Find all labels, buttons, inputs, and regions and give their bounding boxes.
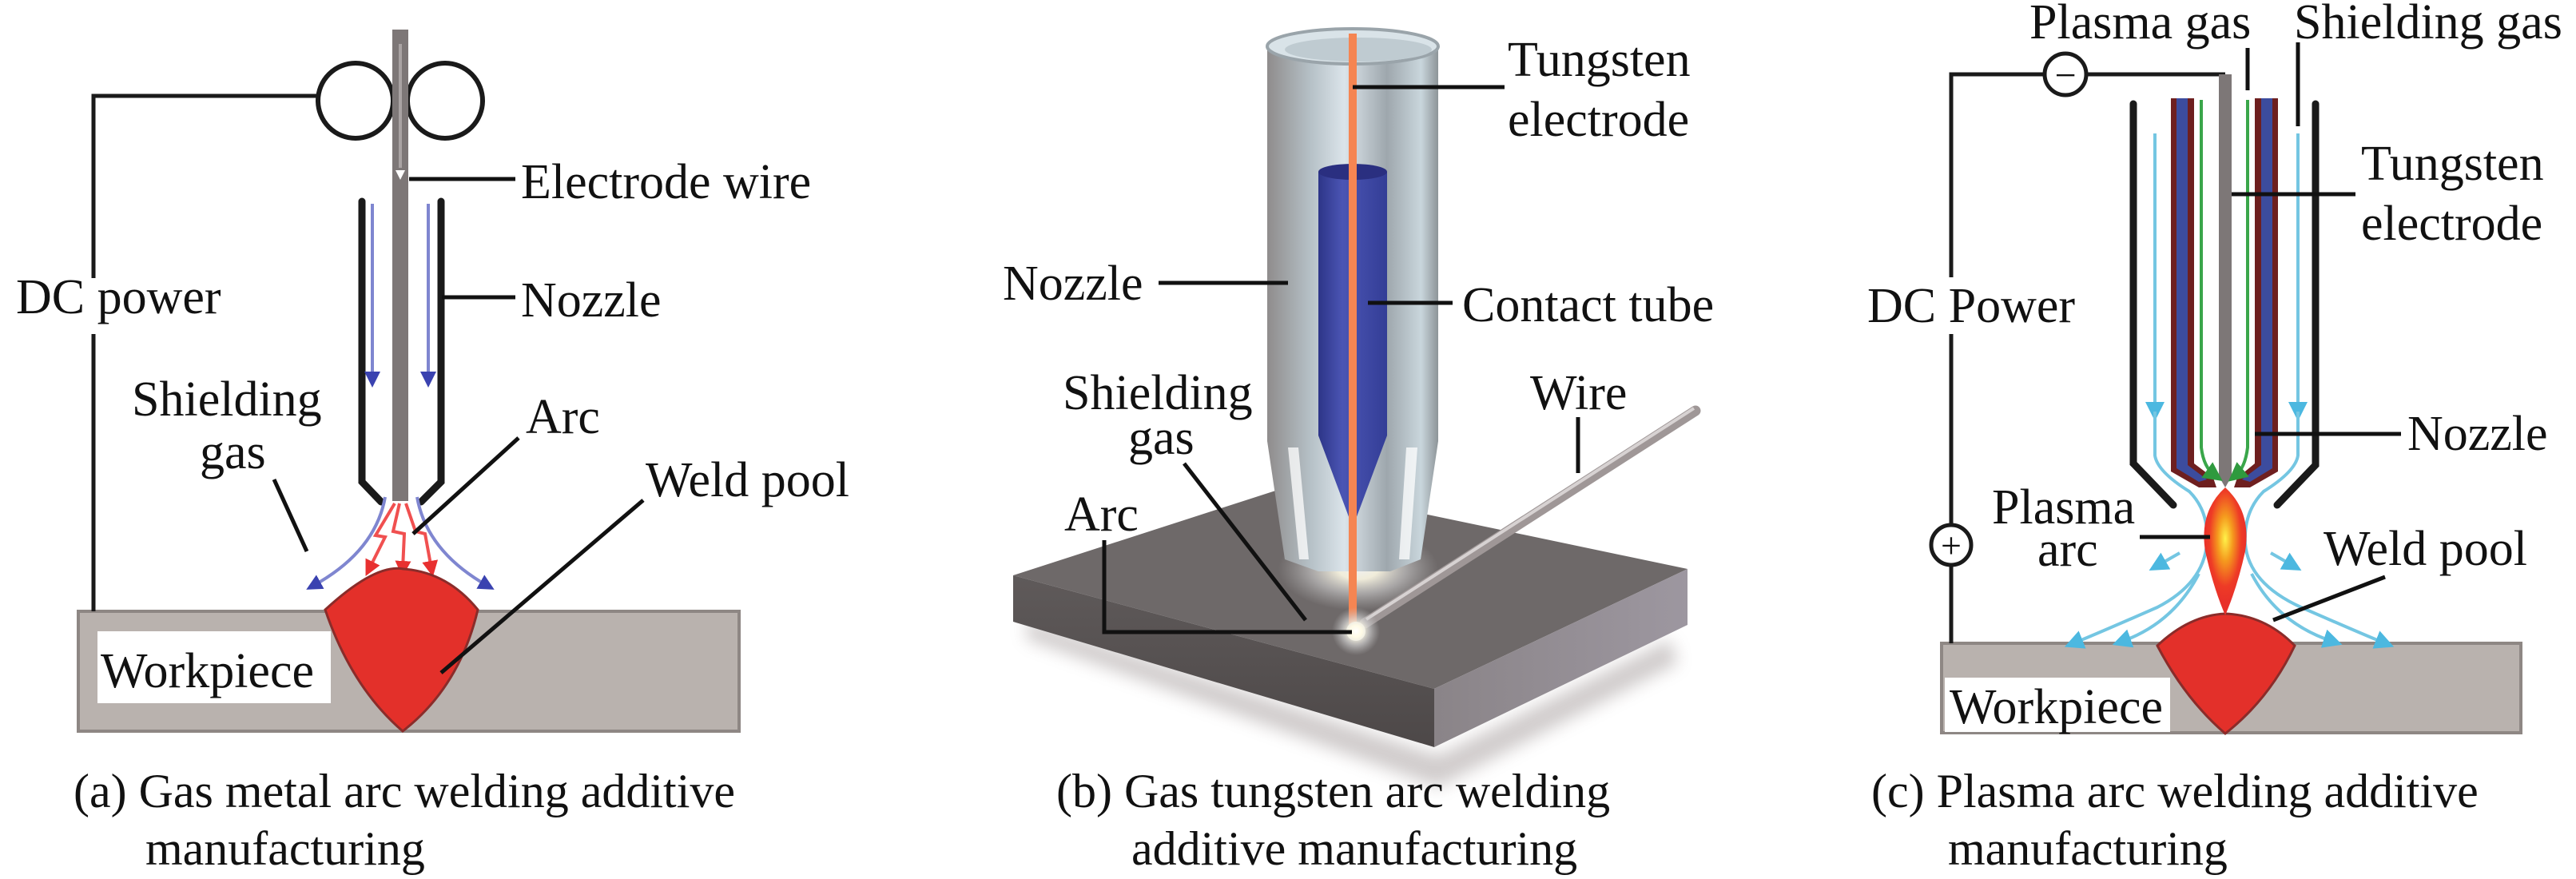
leader-shielding-gas-b bbox=[1183, 462, 1307, 622]
wire-feed-arrow-icon bbox=[396, 170, 405, 180]
label-tungsten-b-line2: electrode bbox=[1508, 93, 1689, 147]
arc-a bbox=[365, 502, 439, 577]
tungsten-electrode-b bbox=[1349, 34, 1357, 628]
label-shielding-gas-b-line1: Shielding bbox=[1063, 366, 1253, 420]
caption-c-line2: manufacturing bbox=[1948, 822, 2228, 875]
label-electrode-wire: Electrode wire bbox=[521, 155, 811, 209]
plasma-arc-c bbox=[2204, 487, 2247, 615]
label-wire-b: Wire bbox=[1530, 366, 1627, 420]
leader-weld-pool-a bbox=[439, 499, 645, 674]
leader-arc-b bbox=[1102, 540, 1352, 634]
workpiece-plate-right-b bbox=[1434, 569, 1688, 747]
label-arc-b: Arc bbox=[1064, 487, 1139, 542]
label-shielding-gas-b-line2: gas bbox=[1128, 411, 1195, 465]
caption-a-line1: (a) Gas metal arc welding additive bbox=[74, 765, 735, 817]
nozzle-c-inner-left-core bbox=[2176, 98, 2207, 482]
label-plasma-gas: Plasma gas bbox=[2029, 0, 2251, 50]
feed-roller-left-icon bbox=[316, 61, 396, 141]
label-workpiece-c: Workpiece bbox=[1950, 680, 2163, 734]
label-plasma-arc-line1: Plasma bbox=[1992, 480, 2135, 535]
weld-pool-c bbox=[2156, 612, 2296, 735]
caption-b-line2: additive manufacturing bbox=[1131, 822, 1577, 875]
feed-roller-right-icon bbox=[405, 61, 485, 141]
label-shielding-gas-a-line1: Shielding bbox=[132, 372, 322, 427]
label-contact-tube-b: Contact tube bbox=[1462, 278, 1714, 332]
workpiece-label-bg-a bbox=[97, 631, 331, 703]
nozzle-c-outer-left bbox=[2129, 100, 2177, 509]
leader-arc-a bbox=[411, 436, 520, 535]
plasma-gas-flow-left bbox=[2200, 100, 2223, 481]
nozzle-b-bore bbox=[1285, 38, 1432, 62]
weld-pool-a bbox=[324, 567, 479, 733]
arc-halo-b bbox=[1332, 607, 1380, 655]
panel-c-paw: Workpiece − + DC Power bbox=[1867, 0, 2562, 875]
label-tungsten-b-line1: Tungsten bbox=[1508, 33, 1691, 87]
leader-weld-pool-c bbox=[2272, 575, 2386, 622]
label-arc-a: Arc bbox=[526, 390, 600, 444]
caption-c-line1: (c) Plasma arc welding additive bbox=[1871, 765, 2479, 817]
label-nozzle-c: Nozzle bbox=[2407, 407, 2548, 461]
nozzle-c-outer-right bbox=[2273, 100, 2320, 509]
nozzle-b-slots bbox=[1288, 447, 1417, 559]
label-dc-power-c: DC Power bbox=[1867, 279, 2075, 333]
label-tungsten-c-line2: electrode bbox=[2361, 197, 2542, 251]
panel-b-gtaw: Tungsten electrode Nozzle Contact tube S… bbox=[1003, 27, 1714, 875]
plus-terminal-icon bbox=[1929, 523, 1974, 567]
workpiece-label-bg-c bbox=[1945, 678, 2170, 732]
plate-shadow-b bbox=[1027, 619, 1678, 787]
label-dc-power-a: DC power bbox=[16, 270, 221, 324]
label-weld-pool-c: Weld pool bbox=[2324, 522, 2527, 576]
dc-circuit-wire-a bbox=[91, 93, 318, 611]
label-tungsten-c-line1: Tungsten bbox=[2361, 137, 2544, 191]
caption-b-line1: (b) Gas tungsten arc welding bbox=[1056, 765, 1610, 817]
tungsten-electrode-c bbox=[2219, 74, 2232, 478]
filler-wire-b bbox=[1359, 405, 1701, 629]
shielding-gas-out-a-left bbox=[306, 496, 387, 590]
minus-terminal-icon bbox=[2042, 51, 2089, 97]
plus-terminal-symbol: + bbox=[1941, 525, 1962, 566]
workpiece-plate-left-b bbox=[1013, 575, 1434, 747]
tungsten-electrode-c-tip bbox=[2219, 476, 2232, 487]
panel-a-gmaw: Workpiece DC power Electrode wire bbox=[16, 30, 849, 875]
nozzle-a-left bbox=[358, 197, 385, 506]
minus-terminal-symbol: − bbox=[2054, 54, 2076, 97]
nozzle-a-right bbox=[417, 197, 445, 506]
label-workpiece-a: Workpiece bbox=[101, 644, 314, 698]
label-shielding-gas-c: Shielding gas bbox=[2294, 0, 2562, 50]
caption-a-line2: manufacturing bbox=[145, 822, 425, 875]
shielding-gas-out-a-right bbox=[415, 496, 495, 590]
electrode-wire-a bbox=[392, 30, 408, 501]
label-nozzle-b: Nozzle bbox=[1003, 257, 1143, 311]
label-nozzle-a: Nozzle bbox=[521, 273, 662, 328]
leader-shielding-gas-a bbox=[272, 478, 309, 553]
label-weld-pool-a: Weld pool bbox=[646, 453, 849, 507]
dc-circuit-wire-c bbox=[1949, 72, 2225, 643]
label-shielding-gas-a-line2: gas bbox=[200, 425, 266, 479]
label-plasma-arc-line2: arc bbox=[2037, 523, 2098, 577]
plasma-gas-flow-right bbox=[2228, 100, 2249, 482]
filler-wire-b-highlight bbox=[1365, 407, 1695, 621]
